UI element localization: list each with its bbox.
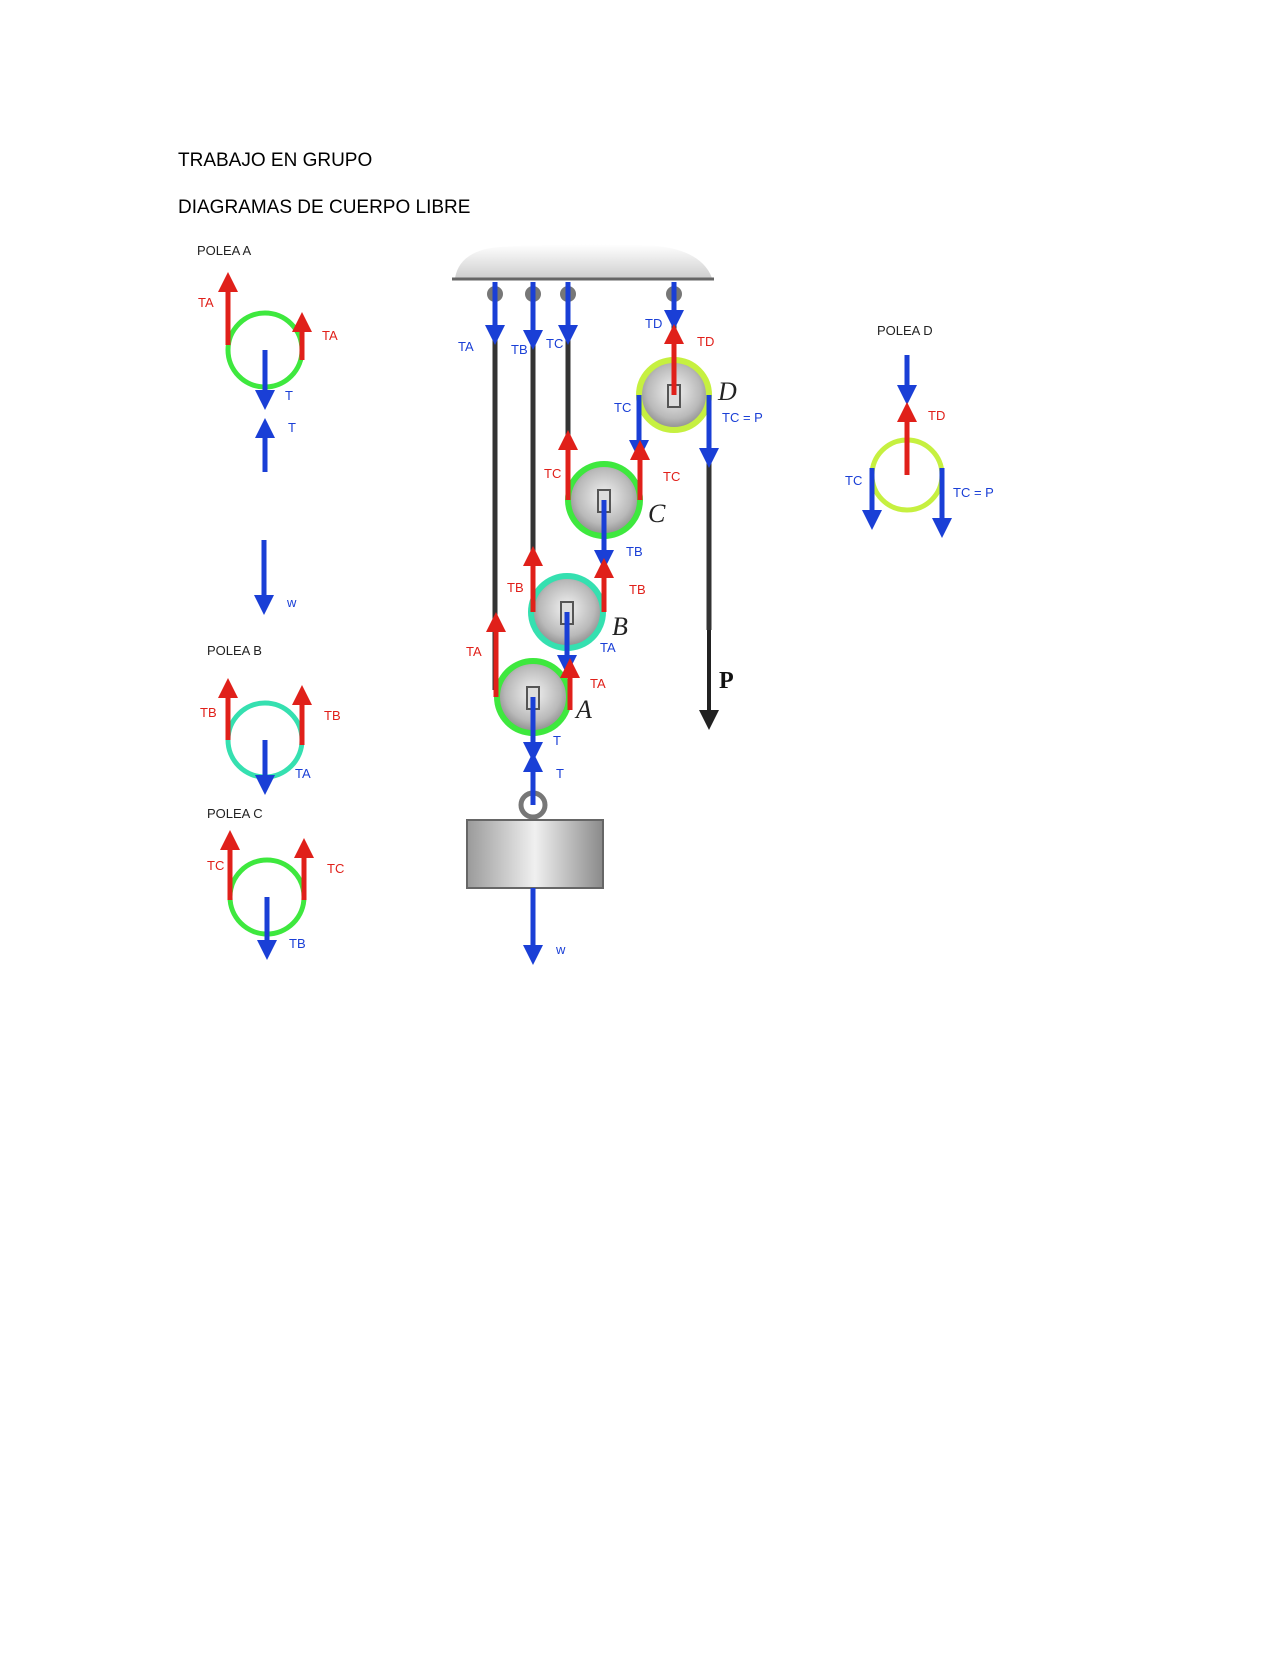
b-right-label: TB xyxy=(629,582,646,597)
a-bottom-label: T xyxy=(553,733,561,748)
fbd-d-right-label: TC = P xyxy=(953,485,994,500)
d-right-label: TC = P xyxy=(722,410,763,425)
weight-block xyxy=(466,819,604,889)
b-bottom-label: TA xyxy=(600,640,616,655)
b-left-label: TB xyxy=(507,580,524,595)
ceiling-tb-label: TB xyxy=(511,342,528,357)
fbd-c-left-label: TC xyxy=(207,858,224,873)
fbd-a-heading: POLEA A xyxy=(197,243,252,258)
pulley-a-label: A xyxy=(574,695,592,724)
fbd-pulley-b: POLEA B TB TB TA xyxy=(200,643,341,795)
fbd-pulley-c: POLEA C TC TC TB xyxy=(207,806,344,960)
pulley-b-label: B xyxy=(612,612,628,641)
fbd-c-heading: POLEA C xyxy=(207,806,263,821)
fbd-a-left-label: TA xyxy=(198,295,214,310)
ceiling-ta-label: TA xyxy=(458,339,474,354)
document-subtitle: DIAGRAMAS DE CUERPO LIBRE xyxy=(178,197,471,218)
pulley-system: TA TB TC TD TD TC TC = P D TC TC TB C TB… xyxy=(452,244,763,965)
weight-w-label: w xyxy=(555,942,566,957)
fbd-b-left-label: TB xyxy=(200,705,217,720)
hook-t-label: T xyxy=(556,766,564,781)
c-right-label: TC xyxy=(663,469,680,484)
fbd-pulley-a: POLEA A TA TA T T w xyxy=(197,243,338,615)
a-left-label: TA xyxy=(466,644,482,659)
d-left-label: TC xyxy=(614,400,631,415)
fbd-a-right-label: TA xyxy=(322,328,338,343)
free-body-diagram-figure: POLEA A TA TA T T w POLEA B TB TB TA POL… xyxy=(197,243,994,965)
fbd-d-heading: POLEA D xyxy=(877,323,933,338)
ceiling-td-label: TD xyxy=(645,316,662,331)
pulley-d-label: D xyxy=(717,377,737,406)
ceiling-tc-label: TC xyxy=(546,336,563,351)
fbd-b-bottom-label: TA xyxy=(295,766,311,781)
fbd-a-w-label: w xyxy=(286,595,297,610)
document-title: TRABAJO EN GRUPO xyxy=(178,150,373,171)
fbd-c-bottom-label: TB xyxy=(289,936,306,951)
c-bottom-label: TB xyxy=(626,544,643,559)
pulley-c-label: C xyxy=(648,499,666,528)
fbd-d-left-label: TC xyxy=(845,473,862,488)
fbd-b-heading: POLEA B xyxy=(207,643,262,658)
ceiling xyxy=(455,244,712,278)
d-td-up-label: TD xyxy=(697,334,714,349)
fbd-b-right-label: TB xyxy=(324,708,341,723)
fbd-a-bottom-label: T xyxy=(285,388,293,403)
fbd-c-right-label: TC xyxy=(327,861,344,876)
fbd-a-t-up-label: T xyxy=(288,420,296,435)
a-right-label: TA xyxy=(590,676,606,691)
fbd-pulley-d: POLEA D TD TC TC = P xyxy=(845,323,994,538)
c-left-label: TC xyxy=(544,466,561,481)
fbd-d-top-label: TD xyxy=(928,408,945,423)
force-p-label: P xyxy=(719,668,734,694)
